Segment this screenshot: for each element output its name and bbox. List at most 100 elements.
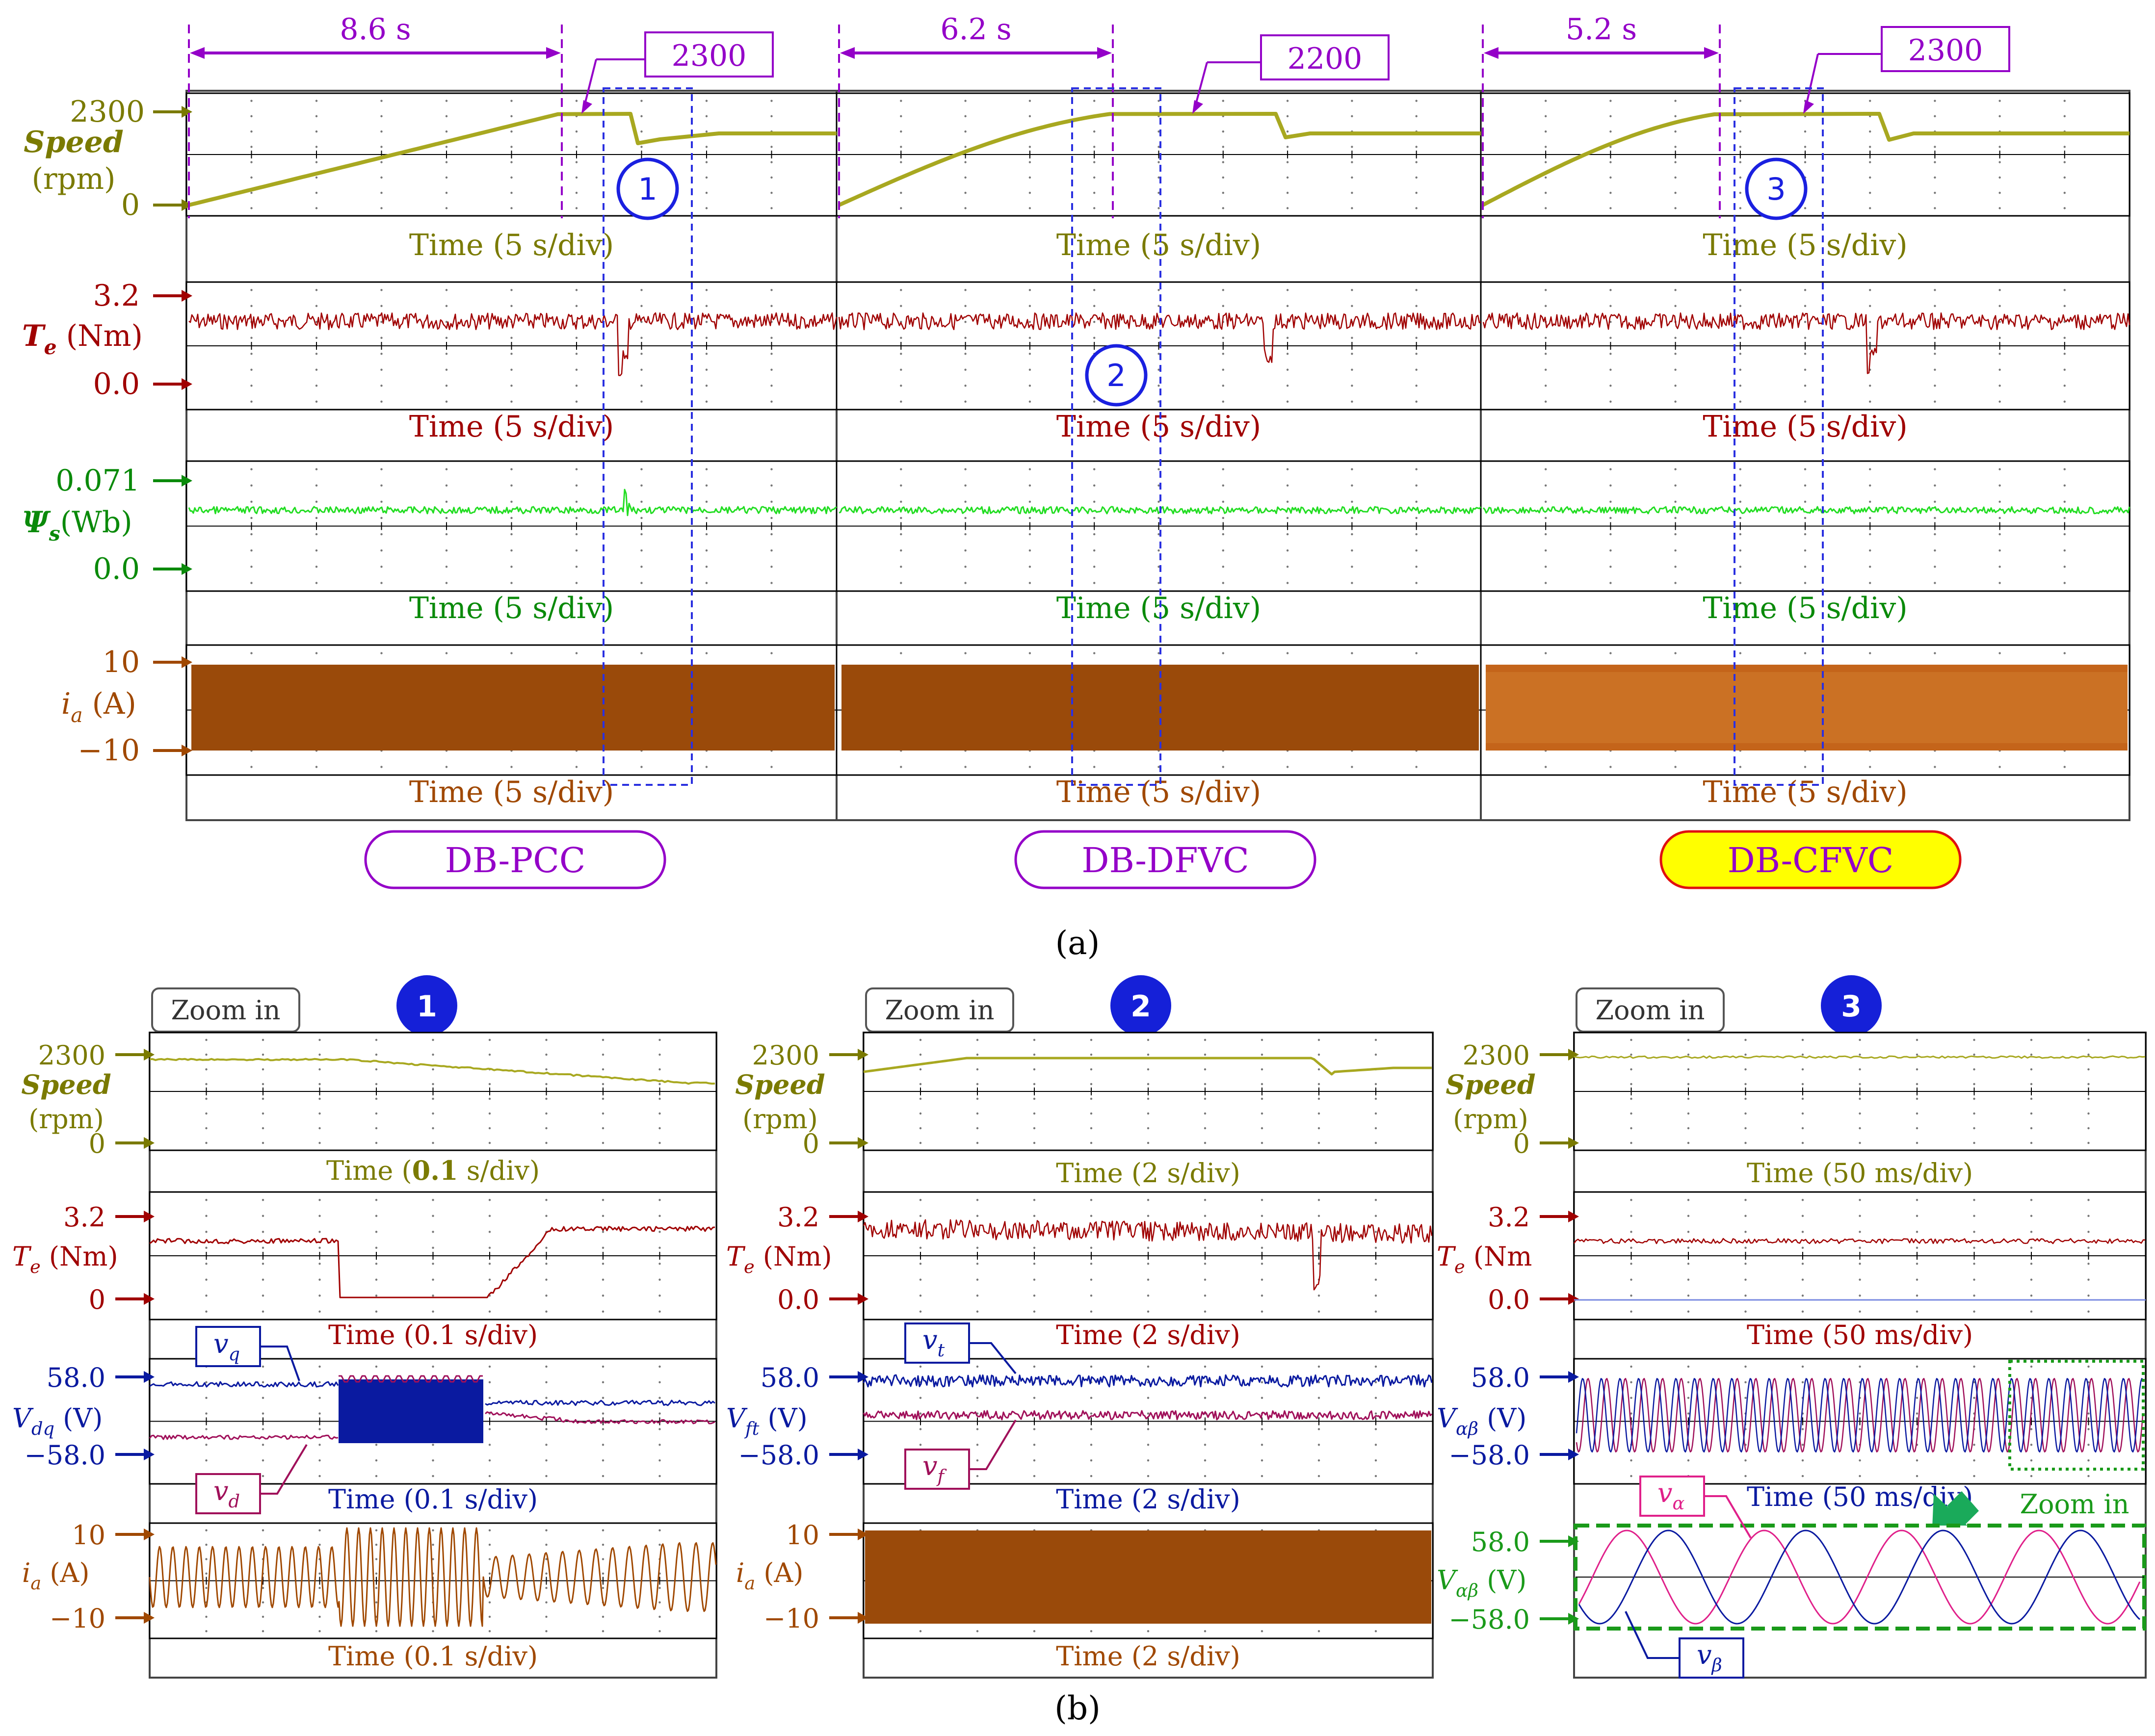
b-time-label: Time (2 s/div) — [1056, 1484, 1240, 1515]
grid-dot — [375, 1246, 378, 1249]
b-ia-lo-arrow-head — [144, 1612, 155, 1624]
b-te-lo-arrow-head — [144, 1293, 155, 1305]
grid-dot — [575, 549, 578, 552]
grid-dot — [488, 1141, 491, 1144]
grid-dot — [1744, 1310, 1747, 1313]
grid-dot — [1374, 1278, 1377, 1281]
grid-dot — [1998, 468, 2001, 470]
ramp-arrow-right — [546, 47, 561, 59]
b-ia-hi-arrow-head — [858, 1529, 868, 1540]
grid-dot — [1204, 1475, 1207, 1477]
grid-dot — [770, 385, 773, 387]
grid-dot — [205, 1199, 208, 1201]
grid-dot — [1545, 500, 1547, 503]
grid-dot — [1415, 766, 1418, 768]
grid-dot — [1973, 1295, 1975, 1297]
grid-dot — [545, 1112, 548, 1115]
b-ia-label: ia (A) — [22, 1557, 89, 1594]
grid-dot — [1204, 1397, 1207, 1399]
grid-dot — [1090, 1112, 1093, 1115]
peak-leader — [1804, 53, 1819, 110]
grid-dot — [1916, 1215, 1918, 1217]
grid-dot — [2063, 766, 2066, 768]
grid-dot — [315, 533, 318, 536]
label-unit: (Nm) — [57, 319, 143, 353]
grid-dot — [640, 484, 643, 487]
grid-dot — [545, 1199, 548, 1201]
psi-hi-tick: 0.071 — [55, 464, 140, 498]
speed-hi-arrow-head — [182, 106, 192, 118]
grid-dot — [1916, 1278, 1918, 1281]
b3-zoom-hi-arrow-head — [1568, 1535, 1579, 1547]
grid-dot — [1801, 1231, 1804, 1233]
grid-dot — [1028, 146, 1031, 148]
grid-dot — [445, 766, 448, 768]
grid-dot — [1739, 130, 1741, 133]
grid-dot — [602, 1459, 604, 1462]
grid-dot — [1916, 1083, 1918, 1086]
b-speed-unit: (rpm) — [1453, 1104, 1528, 1135]
grid-dot — [375, 1365, 378, 1368]
grid-dot — [445, 191, 448, 194]
scope-grid — [1573, 1358, 2147, 1485]
grid-dot — [1545, 100, 1547, 102]
grid-dot — [262, 1412, 264, 1415]
grid-dot — [1147, 1112, 1150, 1115]
grid-dot — [1028, 289, 1031, 291]
zone-badge — [1085, 344, 1148, 407]
grid-dot — [705, 305, 708, 307]
grid-dot — [545, 1586, 548, 1589]
grid-dot — [2030, 1127, 2033, 1130]
grid-dot — [1545, 766, 1547, 768]
grid-dot — [1739, 100, 1741, 102]
grid-dot — [705, 353, 708, 355]
b2-speed-trace — [863, 1057, 1432, 1076]
grid-dot — [1147, 1475, 1150, 1477]
grid-dot — [1286, 566, 1289, 568]
grid-dot — [1804, 385, 1807, 387]
b-te-lo-tick: 0 — [89, 1284, 105, 1315]
label-subscript: s — [49, 522, 60, 545]
grid-dot — [1998, 500, 2001, 503]
grid-dot — [1093, 207, 1096, 209]
grid-dot — [770, 484, 773, 487]
grid-dot — [770, 353, 773, 355]
label-subscript: a — [30, 1573, 41, 1594]
grid-dot — [1033, 1246, 1036, 1249]
grid-dot — [1147, 1141, 1150, 1144]
grid-dot — [1374, 1263, 1377, 1265]
grid-dot — [1033, 1112, 1036, 1115]
grid-dot — [488, 1038, 491, 1041]
grid-dot — [1859, 1263, 1861, 1265]
grid-dot — [1351, 549, 1353, 552]
method-name: DB-PCC — [445, 840, 586, 881]
zoom-in-tag — [151, 987, 300, 1033]
grid-dot — [1801, 1444, 1804, 1446]
grid-dot — [1147, 1365, 1150, 1368]
grid-dot — [205, 1097, 208, 1100]
grid-dot — [976, 1141, 979, 1144]
grid-dot — [545, 1365, 548, 1368]
grid-dot — [315, 176, 318, 179]
grid-dot — [602, 1083, 604, 1086]
grid-dot — [205, 1572, 208, 1575]
grid-dot — [976, 1112, 979, 1115]
grid-dot — [1415, 582, 1418, 584]
grid-dot — [1028, 100, 1031, 102]
grid-dot — [602, 1412, 604, 1415]
grid-dot — [250, 289, 253, 291]
grid-dot — [262, 1459, 264, 1462]
zoom-in-label: Zoom in — [171, 995, 281, 1026]
grid-dot — [545, 1630, 548, 1632]
grid-dot — [1033, 1278, 1036, 1281]
grid-dot — [1973, 1381, 1975, 1384]
grid-dot — [1609, 191, 1612, 194]
grid-dot — [1317, 1127, 1320, 1130]
grid-dot — [1374, 1475, 1377, 1477]
grid-dot — [315, 305, 318, 307]
grid-dot — [1090, 1459, 1093, 1462]
grid-dot — [1869, 400, 1871, 403]
grid-dot — [1869, 566, 1871, 568]
grid-dot — [1028, 305, 1031, 307]
grid-dot — [510, 549, 513, 552]
